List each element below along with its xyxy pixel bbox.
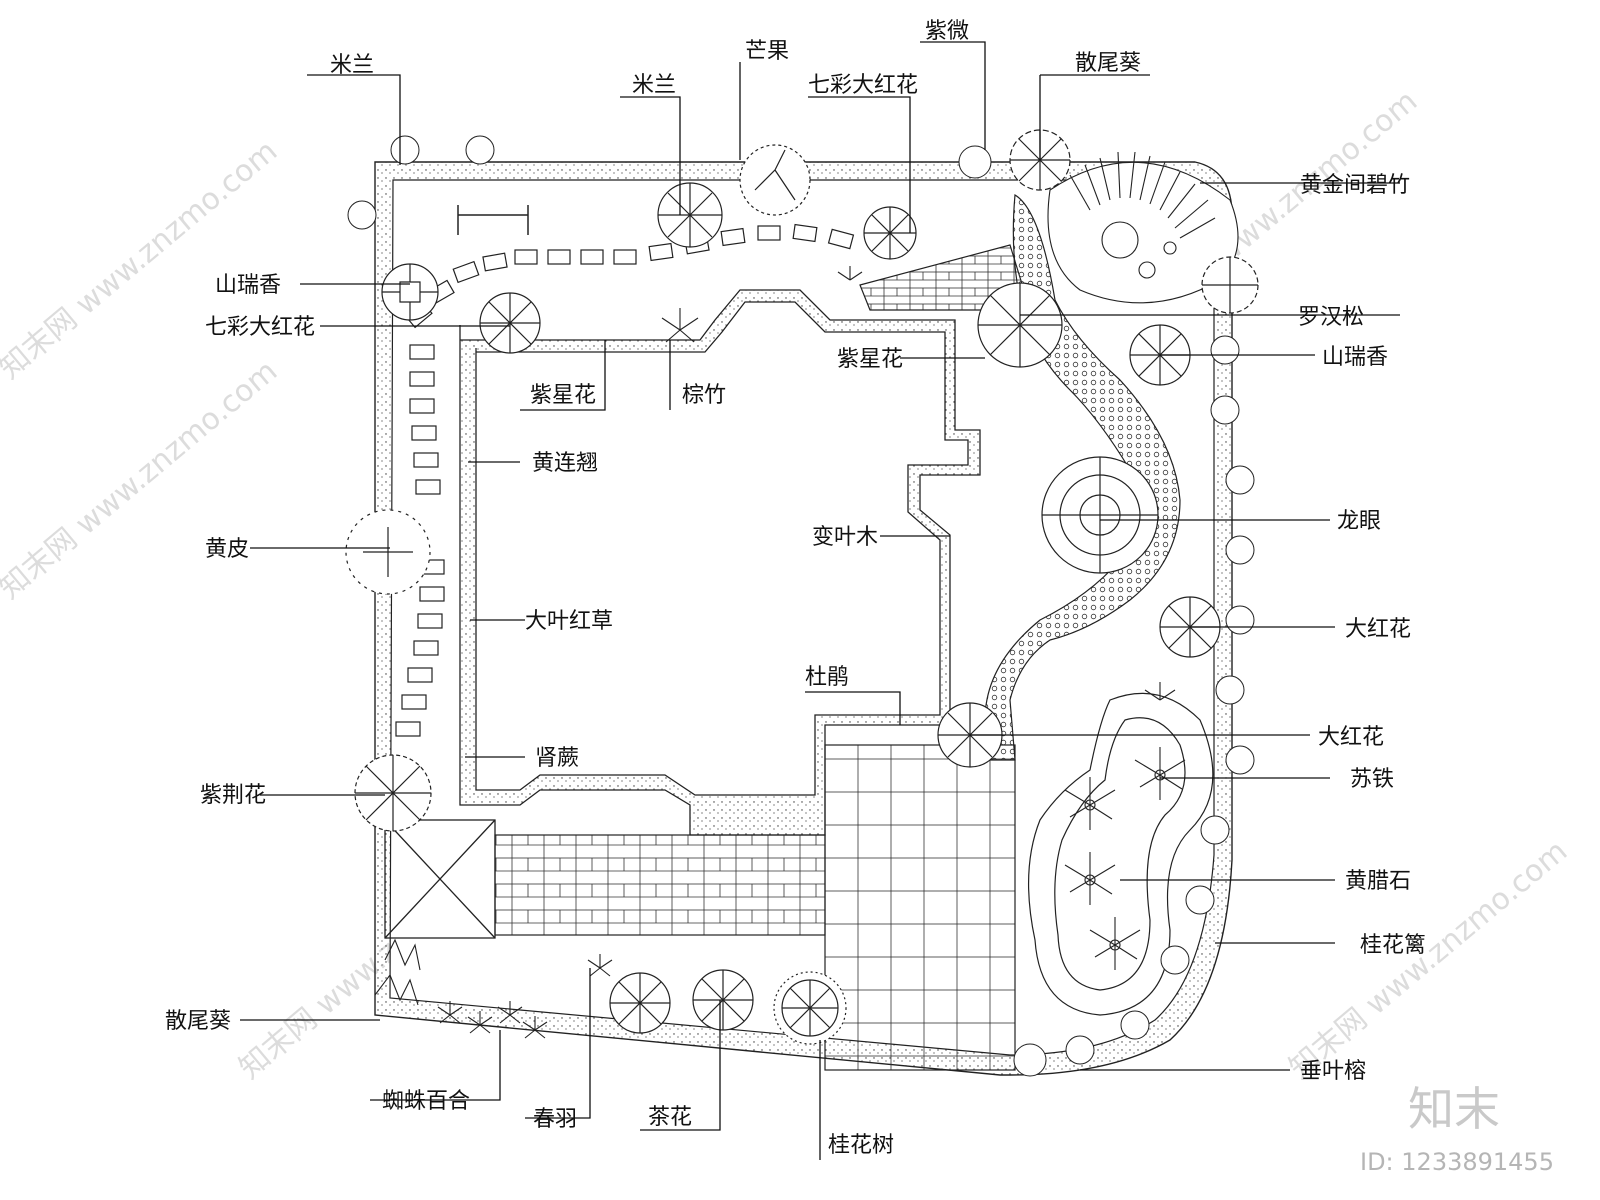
label-osmanthus-hedge: 桂花篱 [1360, 933, 1426, 958]
tree-podocarpus [977, 282, 1063, 368]
label-nephrolepis: 肾蕨 [535, 746, 579, 771]
rock-garden [1027, 692, 1214, 1016]
cycas-plants [1064, 682, 1186, 970]
bottom-left-plants [374, 266, 863, 1039]
label-alternanthera: 大叶红草 [525, 609, 613, 634]
tree-symbols [345, 129, 1259, 1045]
label-duranta: 黄连翘 [532, 451, 598, 476]
label-murraya-left: 山瑞香 [215, 273, 281, 298]
tree-rainbow-hibiscus-left [479, 292, 541, 354]
paving-brick-front [494, 834, 826, 936]
watermark-brand: 知末 [1408, 1082, 1500, 1136]
tree-osmanthus [773, 971, 847, 1045]
tree-bamboo [1201, 256, 1259, 314]
tree-longan [1041, 456, 1159, 574]
label-purple-star-left: 紫星花 [530, 383, 596, 408]
tree-camellia-2 [692, 969, 754, 1031]
label-cycas: 苏铁 [1350, 767, 1394, 792]
entrance-porch [384, 819, 496, 939]
label-hibiscus-right2: 大红花 [1318, 725, 1384, 750]
label-camellia: 茶花 [648, 1105, 692, 1130]
label-hibiscus-right: 大红花 [1345, 617, 1411, 642]
label-caryota-bottom: 散尾葵 [165, 1009, 231, 1034]
label-rhapis: 棕竹 [682, 383, 726, 408]
tree-bauhinia [354, 754, 432, 832]
garden-bench [457, 205, 529, 235]
tree-milan-top [657, 182, 723, 248]
label-podocarpus: 罗汉松 [1298, 305, 1364, 330]
label-bamboo: 黄金间碧竹 [1300, 173, 1410, 198]
circular-pergola [1047, 151, 1239, 304]
stepping-stone-path [395, 223, 855, 737]
label-philodendron: 春羽 [533, 1107, 577, 1132]
tree-camellia-1 [609, 972, 671, 1034]
tree-rainbow-hibiscus-top [863, 206, 917, 260]
tree-mango [739, 144, 811, 216]
label-stone: 黄腊石 [1345, 869, 1411, 894]
label-purple-star-right: 紫星花 [837, 347, 903, 372]
label-crape-myrtle: 紫微 [925, 19, 969, 44]
label-caryota-top: 散尾葵 [1075, 51, 1141, 76]
label-azalea: 杜鹃 [805, 665, 849, 690]
label-bauhinia: 紫荆花 [200, 783, 266, 808]
label-mango: 芒果 [745, 39, 789, 64]
plant-labels: 米兰 芒果 米兰 紫微 七彩大红花 散尾葵 黄金间碧竹 罗汉松 山瑞香 山瑞香 … [165, 19, 1426, 1158]
watermark-site-5: 知末网 www.znzmo.com [1283, 834, 1574, 1086]
label-longan: 龙眼 [1337, 509, 1381, 534]
label-spider-lily: 蜘蛛百合 [382, 1089, 470, 1114]
tree-murraya-left [381, 263, 439, 321]
tree-wampee [345, 509, 431, 595]
label-murraya-right: 山瑞香 [1322, 345, 1388, 370]
label-croton: 变叶木 [812, 525, 878, 550]
paving-grid-right [824, 744, 1016, 1071]
leader-lines [240, 41, 1400, 1160]
label-osmanthus-tree: 桂花树 [828, 1133, 894, 1158]
label-milan-top: 米兰 [632, 73, 676, 98]
label-milan-tl: 米兰 [330, 53, 374, 78]
watermark-site-2: 知末网 www.znzmo.com [0, 354, 284, 606]
label-rainbow-hibiscus-top: 七彩大红花 [808, 73, 918, 98]
label-rainbow-hibiscus-left: 七彩大红花 [205, 315, 315, 340]
hedge-shrubs [347, 135, 1255, 1077]
house-outline [459, 289, 981, 836]
label-wampee: 黄皮 [205, 537, 249, 562]
label-ficus: 垂叶榕 [1300, 1059, 1366, 1084]
watermark-id: ID: 1233891455 [1360, 1148, 1554, 1176]
watermark-site-1: 知末网 www.znzmo.com [0, 134, 284, 386]
